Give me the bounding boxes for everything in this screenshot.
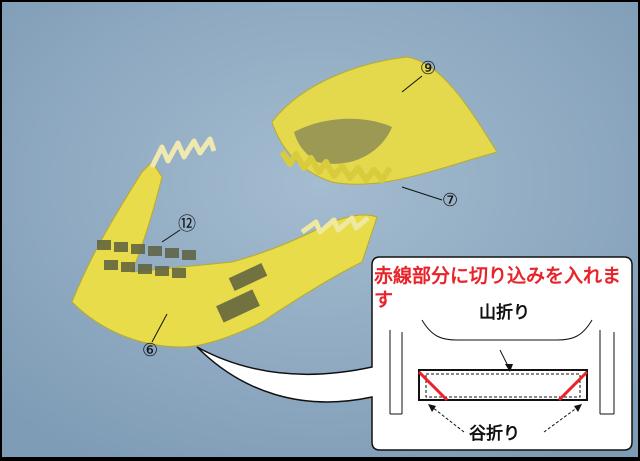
callout-title: 赤線部分に切り込みを入れます (374, 265, 622, 311)
part-12-label: ⑫ (178, 214, 196, 235)
part-6-12-piece (71, 136, 378, 348)
mountain-fold-label: 山折り (476, 305, 533, 322)
cut-line-right (557, 370, 589, 402)
part-7-label: ⑦ (442, 190, 459, 211)
part-9-piece (271, 56, 498, 185)
part-6-label: ⑥ (142, 340, 159, 361)
cut-line-left (417, 370, 449, 402)
part-9-label: ⑨ (420, 58, 437, 79)
valley-fold-label: 谷折り (466, 426, 523, 443)
